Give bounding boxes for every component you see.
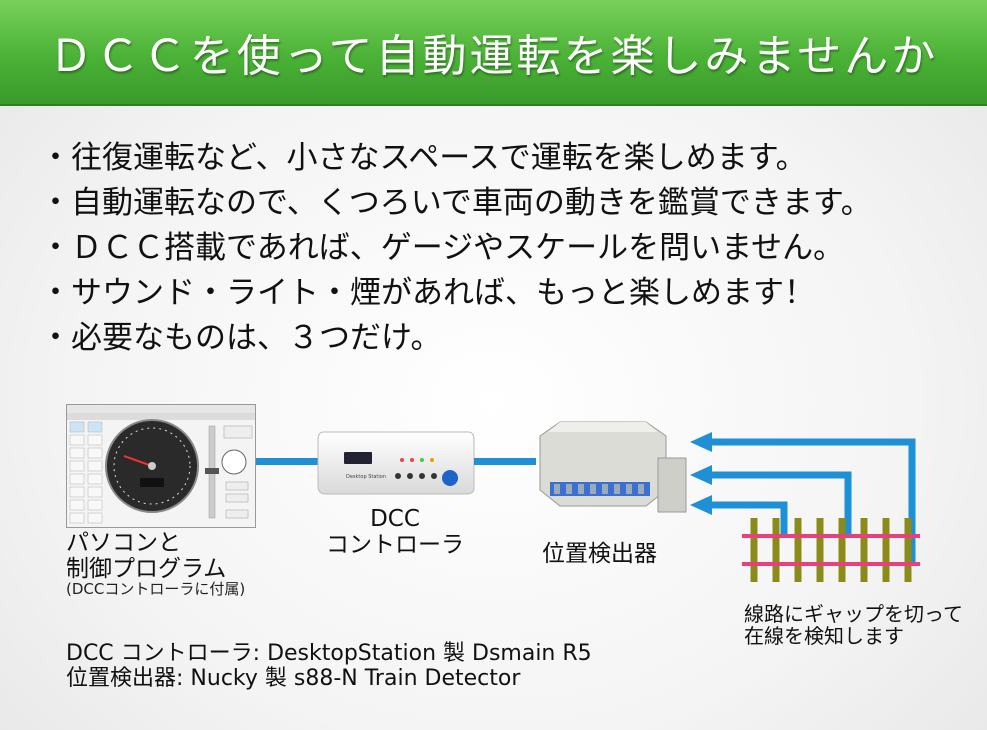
pc-software-screenshot	[66, 404, 256, 528]
track-gap-diagram	[690, 432, 920, 582]
dcc-controller-label: DCC コントローラ	[318, 506, 472, 558]
dcc-controller-image: Desktop Station	[317, 431, 475, 495]
bullet-item: ・サウンド・ライト・煙があれば、もっと楽しめます！	[40, 275, 815, 311]
bullet-item: ・自動運転なので、くつろいで車両の動きを鑑賞できます。	[40, 185, 872, 221]
pc-label-line2: 制御プログラム	[66, 556, 227, 582]
bullet-item: ・ＤＣＣ搭載であれば、ゲージやスケールを問いません。	[40, 230, 845, 266]
credit-detector-key: 位置検出器	[66, 666, 177, 691]
track-note-line2: 在線を検知します	[744, 624, 904, 648]
credits: DCC コントローラ: DesktopStation 製 Dsmain R5 位…	[66, 641, 592, 691]
page-title: ＤＣＣを使って自動運転を楽しみませんか	[48, 31, 939, 82]
credit-controller-value: : DesktopStation 製 Dsmain R5	[252, 641, 592, 666]
track-note-line1: 線路にギャップを切って	[744, 602, 963, 626]
track-note: 線路にギャップを切って 在線を検知します	[744, 603, 963, 647]
credit-detector: 位置検出器: Nucky 製 s88-N Train Detector	[66, 666, 592, 691]
credit-detector-value: : Nucky 製 s88-N Train Detector	[176, 666, 521, 691]
dcc-label-line2: コントローラ	[326, 532, 464, 558]
credit-controller: DCC コントローラ: DesktopStation 製 Dsmain R5	[66, 641, 592, 666]
cable-pc-controller	[256, 458, 318, 465]
cable-controller-detector	[474, 458, 536, 465]
detector-label: 位置検出器	[542, 541, 657, 567]
pc-note: (DCCコントローラに付属)	[66, 580, 246, 598]
title-banner: ＤＣＣを使って自動運転を楽しみませんか	[0, 0, 987, 106]
bullet-item: ・往復運転など、小さなスペースで運転を楽しめます。	[40, 140, 807, 176]
dcc-label-line1: DCC	[370, 506, 420, 532]
bullet-list: ・往復運転など、小さなスペースで運転を楽しめます。 ・自動運転なので、くつろいで…	[40, 136, 872, 361]
pc-label-line1: パソコンと	[66, 530, 181, 556]
position-detector-image	[539, 421, 687, 513]
credit-controller-key: DCC コントローラ	[66, 641, 253, 666]
controller-brand-text: Desktop Station	[346, 474, 386, 480]
bullet-item: ・必要なものは、３つだけ。	[40, 320, 442, 356]
pc-label: パソコンと 制御プログラム	[66, 530, 226, 582]
